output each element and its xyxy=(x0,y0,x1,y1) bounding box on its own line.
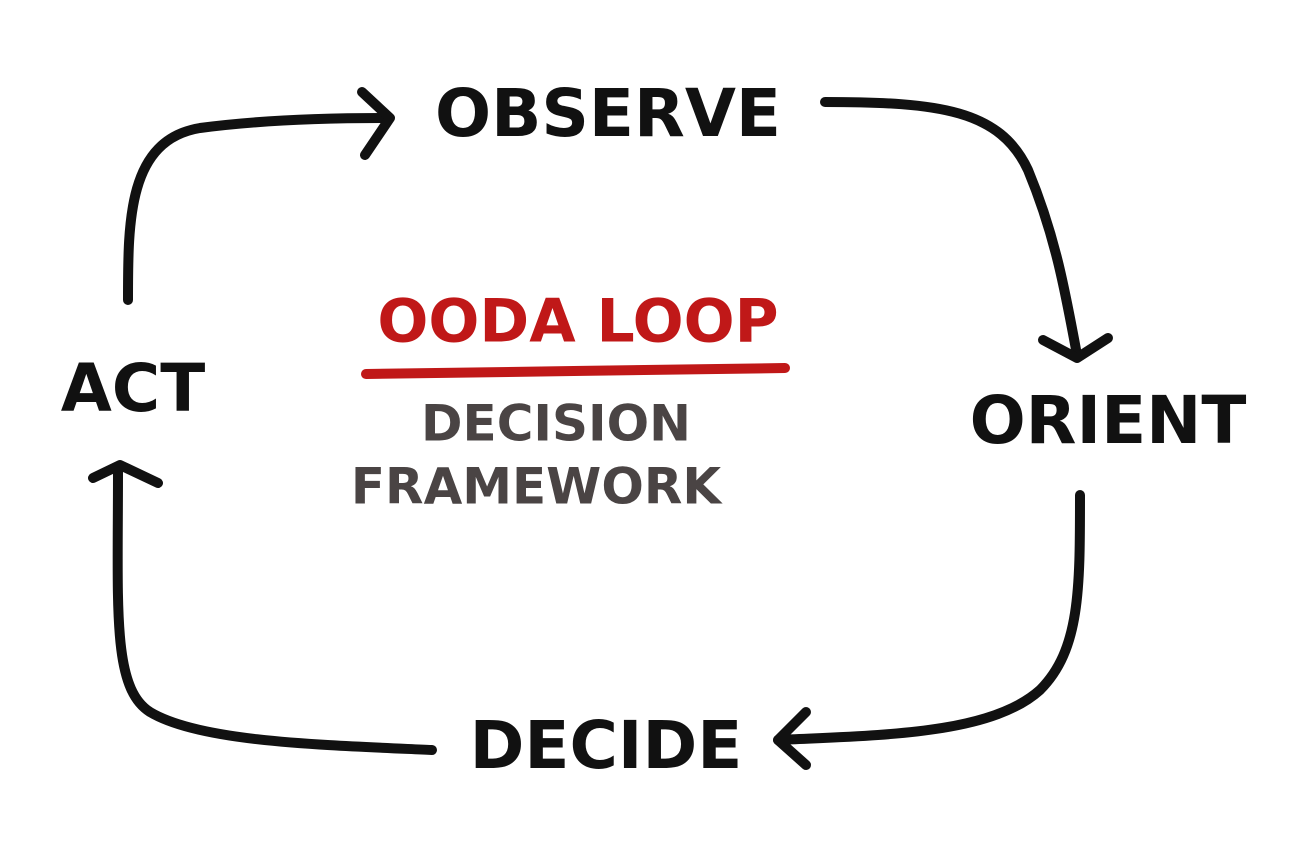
step-observe-label: OBSERVE xyxy=(435,75,781,152)
arrow-orient-to-decide xyxy=(773,490,1085,745)
arrowhead-orient xyxy=(1038,333,1113,363)
step-act-label: ACT xyxy=(61,350,206,427)
arrowhead-observe xyxy=(357,87,395,160)
arrowhead-act xyxy=(88,460,163,488)
arrowhead-decide xyxy=(773,707,811,770)
diagram-title: OODA LOOP xyxy=(377,287,778,357)
title-underline xyxy=(361,363,790,379)
step-decide-label: DECIDE xyxy=(470,707,743,784)
step-orient-label: ORIENT xyxy=(970,382,1247,459)
arrow-decide-to-act xyxy=(112,465,437,755)
arrow-act-to-observe xyxy=(123,113,390,305)
subtitle-line-1: DECISION xyxy=(421,395,691,453)
loop-arrows xyxy=(88,87,1113,770)
subtitle-line-2: FRAMEWORK xyxy=(351,458,723,516)
arrow-observe-to-orient xyxy=(820,97,1082,360)
